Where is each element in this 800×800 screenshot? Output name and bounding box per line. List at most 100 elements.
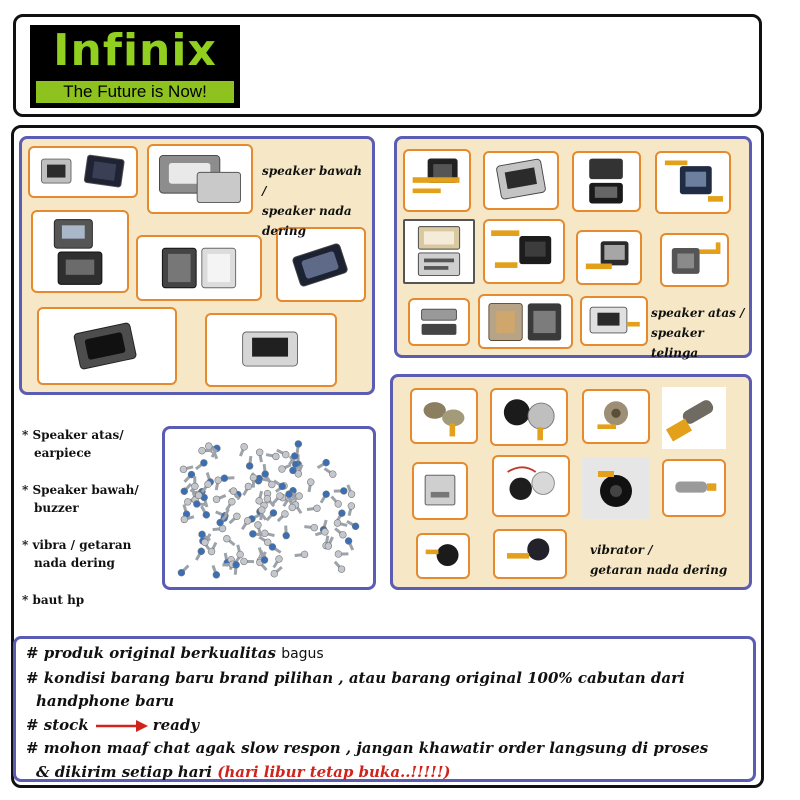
screw	[276, 448, 290, 459]
earpiece-part-icon	[491, 230, 552, 268]
speaker-part-icon	[158, 154, 242, 204]
vibrator-thumb-2	[490, 388, 568, 446]
screw	[195, 547, 205, 561]
screw	[276, 510, 289, 523]
note-line: handphone baru	[36, 692, 175, 710]
screw	[346, 484, 356, 498]
list-item: * Speaker atas/earpiece	[22, 426, 162, 462]
screw	[333, 560, 346, 573]
screw	[249, 473, 258, 488]
vibrator-motor-icon	[598, 471, 632, 507]
screw	[236, 544, 244, 559]
screw	[333, 487, 348, 495]
screw	[316, 458, 330, 470]
caption-vibrator: vibrator / getaran nada dering	[590, 540, 740, 580]
screw	[294, 440, 303, 455]
speaker-atas-thumb-9	[408, 298, 470, 346]
screw	[205, 442, 218, 453]
caption-speaker-atas: speaker atas / speaker telinga	[651, 303, 749, 363]
speaker-atas-thumb-8	[660, 233, 729, 287]
vibrator-motor-icon	[665, 400, 714, 442]
caption-line: speaker bawah /	[262, 164, 363, 198]
panel-notes	[13, 636, 756, 782]
vibrator-motor-icon	[597, 401, 629, 430]
screw	[179, 465, 194, 474]
logo-text: Infinix	[53, 25, 217, 76]
list-item-line: * Speaker atas/	[22, 428, 124, 442]
speaker-atas-thumb-5	[403, 219, 475, 284]
speaker-part-icon	[292, 243, 348, 287]
speaker-atas-thumb-6	[483, 219, 565, 284]
screw	[249, 530, 263, 538]
screw	[264, 475, 276, 489]
vibrator-thumb-4	[662, 387, 726, 449]
earpiece-part-icon	[589, 158, 623, 204]
vibrator-thumb-9	[416, 533, 470, 579]
screw	[324, 536, 334, 550]
screw	[344, 537, 355, 551]
speaker-part-icon	[161, 247, 237, 289]
screw	[254, 521, 262, 536]
caption-line: speaker telinga	[651, 326, 704, 360]
caption-line: getaran nada dering	[590, 563, 728, 577]
caption-line: dering	[262, 224, 307, 238]
earpiece-part-icon	[421, 308, 457, 335]
screw	[193, 500, 207, 508]
screw	[330, 495, 342, 508]
screw	[239, 443, 248, 457]
screw	[201, 533, 212, 547]
screw	[216, 513, 228, 527]
screw	[242, 482, 253, 496]
list-item-line: * baut hp	[22, 593, 85, 607]
right-arrow-icon	[95, 719, 148, 732]
vibrator-thumb-8	[662, 459, 726, 517]
earpiece-part-icon	[585, 241, 629, 270]
screw	[265, 509, 278, 522]
screw	[346, 520, 360, 531]
screw	[229, 487, 241, 501]
note-text: bagus	[281, 646, 324, 662]
vibrator-thumb-7	[582, 457, 650, 519]
earpiece-part-icon	[412, 158, 460, 194]
earpiece-part-icon	[417, 226, 461, 276]
screw	[225, 498, 236, 511]
screw	[258, 506, 266, 521]
screw	[278, 463, 292, 473]
screw	[261, 463, 269, 478]
speaker-part-icon	[40, 154, 125, 188]
speaker-part-icon	[242, 331, 298, 367]
speaker-bawah-thumb-7	[205, 313, 337, 387]
vibrator-motor-icon	[423, 402, 465, 437]
screw	[263, 495, 276, 508]
screw	[259, 550, 269, 564]
screw	[319, 490, 330, 504]
speaker-atas-thumb-7	[576, 230, 642, 285]
note-line: # produk original berkualitas bagus	[26, 642, 746, 667]
speaker-atas-thumb-1	[403, 149, 471, 212]
screw	[314, 528, 329, 537]
earpiece-part-icon	[671, 242, 721, 274]
vibrator-thumb-3	[582, 389, 650, 444]
logo-tagline: The Future is Now!	[36, 81, 234, 103]
screw	[334, 550, 349, 558]
screw	[273, 479, 286, 491]
screw	[200, 505, 211, 519]
list-item-line: * vibra / getaran	[22, 538, 132, 552]
screw	[347, 502, 356, 517]
screw	[265, 452, 280, 461]
screw	[180, 515, 195, 524]
screw	[333, 519, 348, 527]
note-text: ready	[152, 715, 200, 734]
vibrator-motor-icon	[507, 538, 550, 561]
screw	[223, 535, 236, 547]
vibrator-motor-icon	[507, 466, 555, 501]
speaker-part-icon	[73, 322, 137, 370]
screw	[214, 476, 222, 491]
earpiece-part-icon	[496, 158, 546, 200]
note-line: # kondisi barang baru brand pilihan , at…	[26, 668, 685, 687]
vibrator-motor-icon	[503, 399, 555, 441]
speaker-atas-thumb-2	[483, 151, 559, 210]
screw	[180, 482, 193, 495]
